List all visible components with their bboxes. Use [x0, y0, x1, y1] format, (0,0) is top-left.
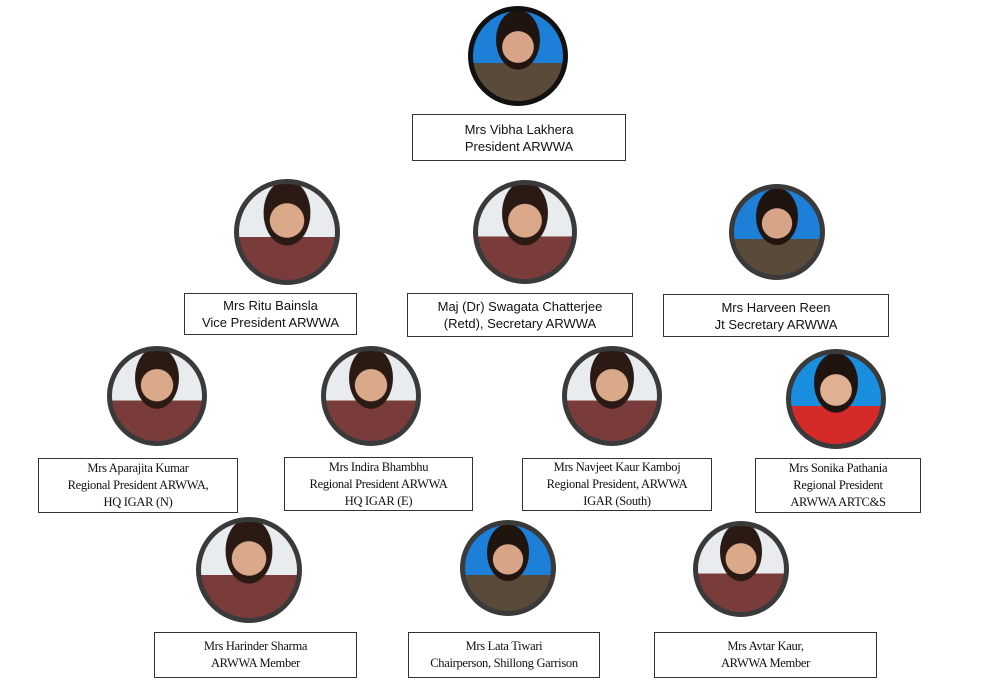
member-photo — [234, 179, 340, 285]
member-photo — [562, 346, 662, 446]
member-photo — [729, 184, 825, 280]
member-role: ARWWA Member — [720, 656, 811, 670]
member-role: IGAR (South) — [583, 494, 651, 508]
member-role: Regional President, ARWWA — [546, 477, 688, 491]
member-role: Regional President ARWWA, — [67, 478, 209, 492]
member-role: HQ IGAR (N) — [103, 495, 173, 509]
member-role: Jt Secretary ARWWA — [714, 316, 838, 332]
member-name: Mrs Avtar Kaur, — [727, 639, 804, 653]
member-name: Mrs Navjeet Kaur Kamboj — [553, 460, 681, 474]
member-name: Mrs Lata Tiwari — [465, 639, 543, 653]
member-name: Mrs Sonika Pathania — [788, 461, 888, 475]
member-photo — [460, 520, 556, 616]
member-name: Mrs Harveen Reen — [721, 299, 831, 315]
member-role: ARWWA ARTC&S — [790, 495, 886, 509]
member-role: ARWWA Member — [210, 656, 301, 670]
member-role: Regional President — [793, 478, 883, 492]
member-role: (Retd), Secretary ARWWA — [443, 316, 597, 331]
member-photo — [321, 346, 421, 446]
member-label-box: Maj (Dr) Swagata Chatterjee (Retd), Secre… — [407, 293, 633, 337]
member-role: Chairperson, Shillong Garrison — [430, 656, 578, 670]
member-label-box: Mrs Avtar Kaur, ARWWA Member — [654, 632, 877, 678]
member-name: Maj (Dr) Swagata Chatterjee — [437, 299, 603, 314]
member-photo — [107, 346, 207, 446]
member-photo — [196, 517, 302, 623]
member-photo — [473, 180, 577, 284]
member-photo — [693, 521, 789, 617]
member-name: Mrs Ritu Bainsla — [223, 298, 318, 313]
member-name: Mrs Indira Bhambhu — [328, 459, 429, 474]
member-photo — [786, 349, 886, 449]
member-name: Mrs Aparajita Kumar — [87, 461, 189, 475]
member-name: Mrs Harinder Sharma — [203, 639, 308, 653]
member-role: President ARWWA — [464, 138, 574, 154]
member-photo — [468, 6, 568, 106]
member-role: Regional President ARWWA — [309, 476, 448, 491]
member-role: Vice President ARWWA — [201, 315, 340, 330]
member-role: HQ IGAR (E) — [344, 493, 413, 508]
member-name: Mrs Vibha Lakhera — [464, 121, 574, 137]
